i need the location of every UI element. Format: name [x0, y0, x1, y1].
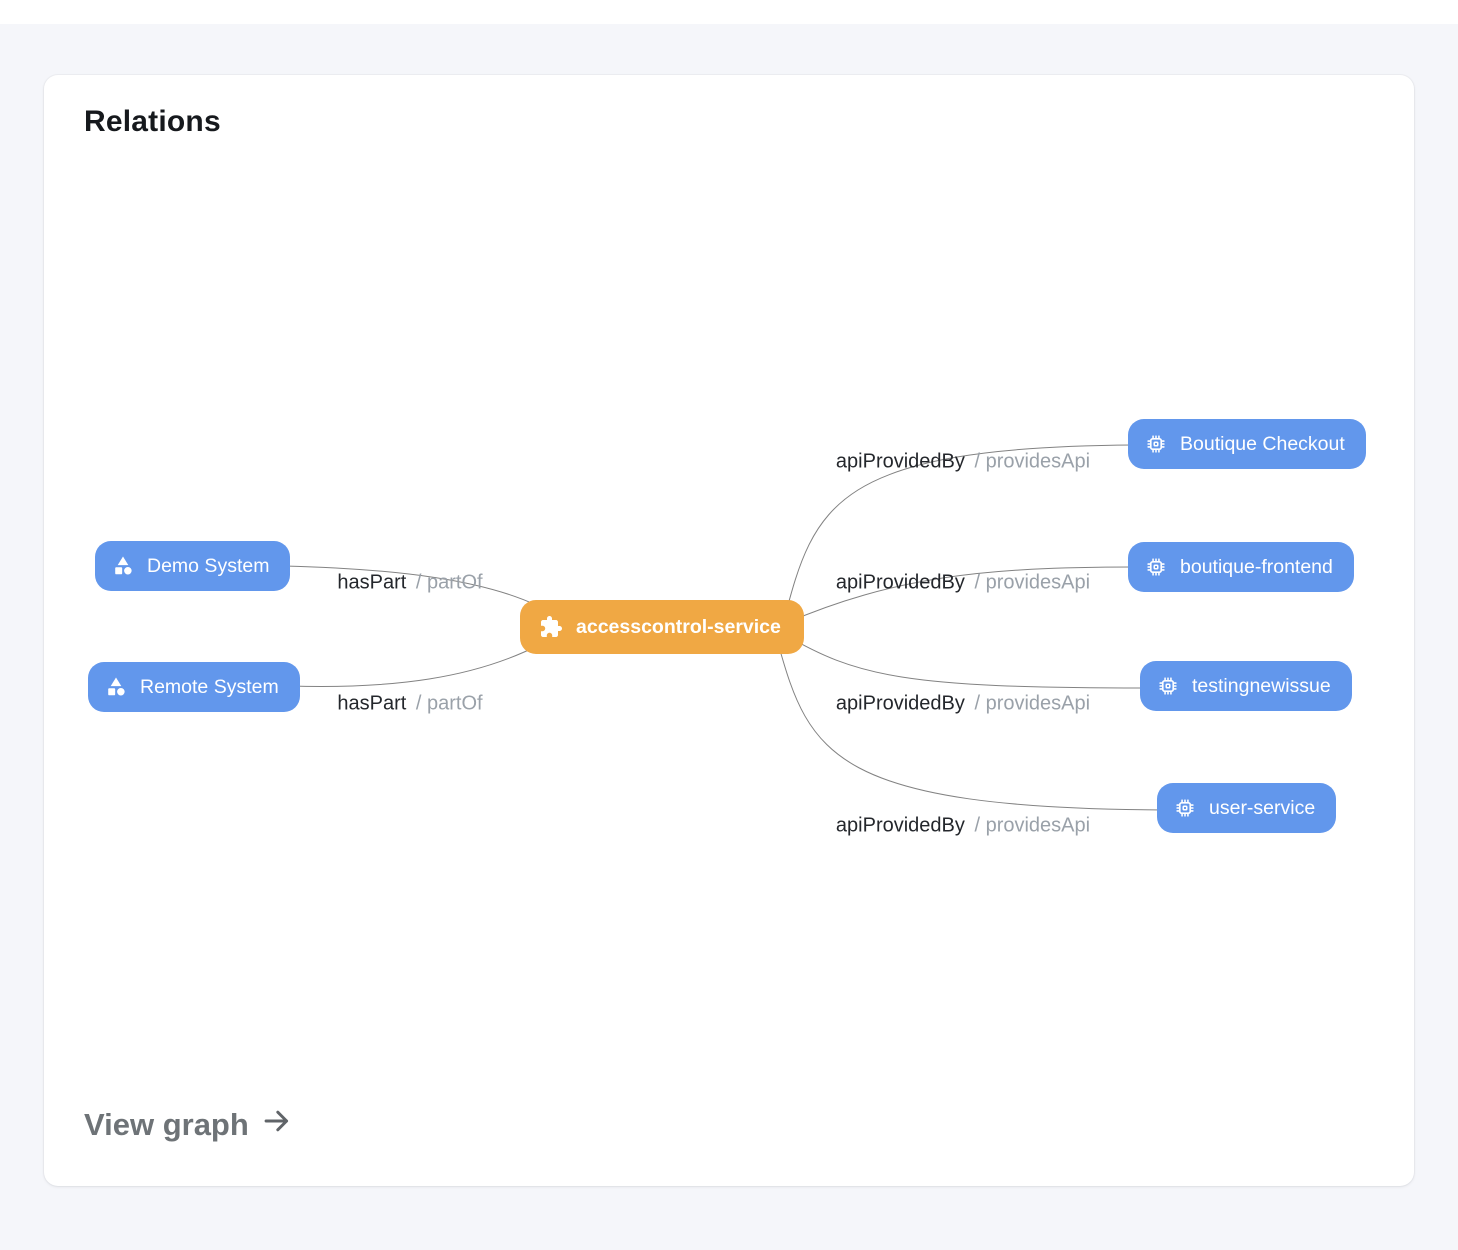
edge-label-haspart-remote: hasPart / partOf: [337, 693, 482, 716]
node-boutique-frontend[interactable]: boutique-frontend: [1128, 542, 1354, 592]
api-chip-icon: [1174, 797, 1196, 819]
view-graph-link[interactable]: View graph: [84, 1105, 293, 1145]
edge-label-primary: apiProvidedBy: [836, 572, 965, 594]
node-user-service[interactable]: user-service: [1157, 783, 1336, 833]
edge-label-primary: apiProvidedBy: [836, 693, 965, 715]
node-label: Boutique Checkout: [1180, 433, 1345, 456]
node-label: user-service: [1209, 797, 1315, 820]
edge-label-secondary: / providesApi: [974, 572, 1090, 594]
node-label: Demo System: [147, 555, 269, 578]
edge-label-secondary: / partOf: [416, 693, 483, 715]
edge-label-primary: apiProvidedBy: [836, 451, 965, 473]
node-demo-system[interactable]: Demo System: [95, 541, 290, 591]
api-chip-icon: [1145, 556, 1167, 578]
view-graph-label: View graph: [84, 1107, 249, 1143]
edge-remote-system: [290, 645, 539, 686]
node-boutique-checkout[interactable]: Boutique Checkout: [1128, 419, 1366, 469]
edge-label-api-testingnewissue: apiProvidedBy / providesApi: [836, 693, 1090, 716]
node-label: Remote System: [140, 676, 279, 699]
relations-card: Relations Demo System Remote System acce…: [44, 75, 1414, 1186]
edge-label-api-frontend: apiProvidedBy / providesApi: [836, 572, 1090, 595]
api-chip-icon: [1145, 433, 1167, 455]
edge-label-primary: hasPart: [337, 693, 406, 715]
edge-label-api-user-service: apiProvidedBy / providesApi: [836, 815, 1090, 838]
api-chip-icon: [1157, 675, 1179, 697]
node-testingnewissue[interactable]: testingnewissue: [1140, 661, 1352, 711]
node-label: boutique-frontend: [1180, 556, 1333, 579]
system-icon: [112, 555, 134, 577]
edge-testingnewissue: [782, 633, 1146, 688]
edge-label-primary: apiProvidedBy: [836, 815, 965, 837]
edge-label-api-checkout: apiProvidedBy / providesApi: [836, 451, 1090, 474]
arrow-right-icon: [261, 1105, 293, 1145]
system-icon: [105, 676, 127, 698]
puzzle-icon: [539, 615, 563, 639]
node-label: accesscontrol-service: [576, 616, 781, 639]
edge-label-primary: hasPart: [337, 572, 406, 594]
edge-label-secondary: / providesApi: [974, 451, 1090, 473]
edge-label-secondary: / providesApi: [974, 693, 1090, 715]
node-accesscontrol-service[interactable]: accesscontrol-service: [520, 600, 804, 654]
node-remote-system[interactable]: Remote System: [88, 662, 300, 712]
edge-user-service: [778, 643, 1164, 810]
node-label: testingnewissue: [1192, 675, 1331, 698]
edge-label-secondary: / providesApi: [974, 815, 1090, 837]
edge-label-haspart-demo: hasPart / partOf: [337, 572, 482, 595]
edge-label-secondary: / partOf: [416, 572, 483, 594]
